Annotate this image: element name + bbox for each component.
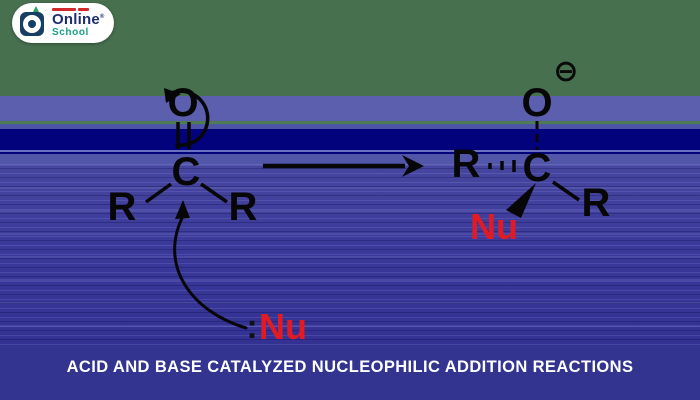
- logo-name-text: Online: [52, 11, 100, 28]
- product-nu-label: Nu: [470, 206, 518, 247]
- logo-text: Online® School: [52, 8, 105, 38]
- reactant-r-right: R: [228, 185, 258, 229]
- product-oxygen: O: [521, 81, 553, 125]
- reactant-r-left: R: [107, 185, 137, 229]
- nucleophile-lone-pair: :: [246, 308, 258, 346]
- product-r-left: R: [451, 142, 481, 186]
- logo-ring-shape: [23, 15, 41, 33]
- logo-name: Online®: [52, 12, 105, 27]
- product-carbon: C: [522, 146, 552, 190]
- nucleophile-label: Nu: [259, 306, 307, 347]
- background-stripes: [0, 164, 700, 345]
- logo-tagline-smudge: [52, 8, 105, 11]
- online-school-logo: Online® School: [12, 3, 114, 43]
- product-r-right: R: [581, 181, 611, 225]
- logo-school-text: School: [52, 27, 89, 38]
- logo-registered-mark: ®: [99, 14, 105, 20]
- logo-square-shape: [20, 12, 44, 36]
- slide-title: ACID AND BASE CATALYZED NUCLEOPHILIC ADD…: [66, 358, 634, 376]
- reactant-carbon: C: [171, 150, 201, 194]
- reactant-oxygen: O: [167, 81, 199, 125]
- logo-icon: [19, 6, 49, 39]
- negative-charge-icon: ⊖: [553, 54, 579, 89]
